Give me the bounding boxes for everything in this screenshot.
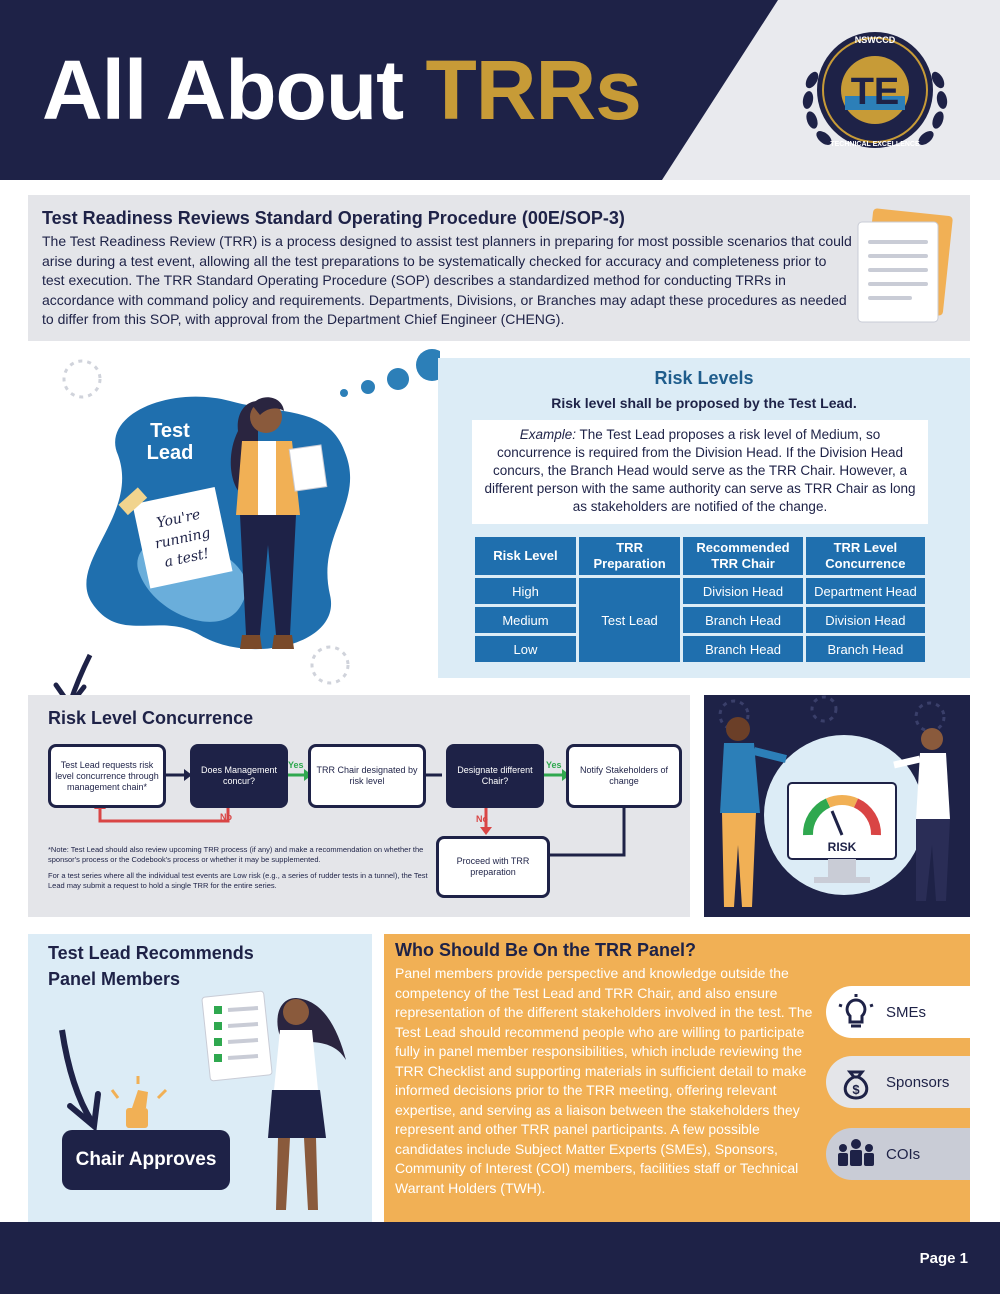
risk-levels-title: Risk Levels (654, 368, 754, 388)
role-label: SMEs (886, 1003, 927, 1021)
risk-example: Example: The Test Lead proposes a risk l… (472, 420, 928, 524)
table-cell: Medium (475, 607, 576, 633)
seal-bottom-text: TECHNICAL EXCELLENCE (830, 141, 920, 148)
test-lead-label-1: Test (150, 420, 190, 442)
group-icon (826, 1128, 886, 1180)
risk-meeting-illustration: RISK (704, 695, 970, 917)
table-cell: Branch Head (805, 636, 925, 662)
table-cell: High (475, 578, 576, 604)
header-banner (0, 0, 778, 180)
table-row: Low Branch Head Branch Head (475, 636, 925, 662)
flow-step-different-chair: Designate different Chair? (446, 744, 544, 808)
table-row: High Test Lead Division Head Department … (475, 578, 925, 662)
table-cell: Department Head (805, 578, 925, 604)
role-cois: COIs (826, 1128, 970, 1180)
yes-label-2: Yes (546, 760, 562, 770)
page-title: All About TRRs (42, 48, 642, 132)
role-sponsors: $ Sponsors (826, 1056, 970, 1108)
table-header: TRR Level Concurrence (805, 537, 925, 575)
intro-panel (28, 195, 970, 341)
document-icon (857, 208, 953, 323)
panel-illustration (59, 990, 346, 1210)
table-row: Medium Branch Head Division Head (475, 607, 925, 633)
chair-approves-badge: Chair Approves (62, 1130, 230, 1190)
table-cell: Branch Head (683, 636, 803, 662)
role-label: COIs (886, 1145, 921, 1163)
yes-label-1: Yes (288, 760, 304, 770)
seal-logo: TE NSWCCD TECHNICAL EXCELLENCE (802, 32, 948, 148)
example-label: Example: (519, 427, 577, 442)
title-white: All About (42, 43, 426, 137)
table-header-row: Risk Level TRR Preparation Recommended T… (475, 537, 925, 575)
role-smes: SMEs (826, 986, 970, 1038)
panel-title: Who Should Be On the TRR Panel? (395, 940, 696, 960)
flow-step-request: Test Lead requests risk level concurrenc… (48, 744, 166, 808)
panel-left-title: Test Lead Recommends Panel Members (48, 943, 254, 989)
note-1: *Note: Test Lead should also review upco… (48, 845, 424, 864)
lightbulb-icon (826, 986, 886, 1038)
role-label: Sponsors (886, 1073, 950, 1091)
intro-title: Test Readiness Reviews Standard Operatin… (42, 208, 625, 228)
seal-top-text: NSWCCD (855, 35, 896, 45)
panel-text: Panel members provide perspective and kn… (395, 965, 813, 1196)
table-header: Recommended TRR Chair (683, 537, 803, 575)
no-label-2: No (476, 814, 488, 824)
title-gold: TRRs (425, 43, 641, 137)
seal-mark: TE (851, 71, 900, 113)
table-cell: Division Head (805, 607, 925, 633)
table-cell-merged: Test Lead (578, 578, 681, 662)
intro-text: The Test Readiness Review (TRR) is a pro… (42, 233, 852, 327)
table-header: Risk Level (475, 537, 576, 575)
concurrence-notes: *Note: Test Lead should also review upco… (48, 845, 428, 897)
money-bag-icon: $ (826, 1056, 886, 1108)
example-text: The Test Lead proposes a risk level of M… (484, 427, 916, 514)
risk-levels-subtitle: Risk level shall be proposed by the Test… (551, 395, 857, 411)
no-label-1: No (220, 812, 232, 822)
table-header: TRR Preparation (578, 537, 681, 575)
footer (0, 1222, 1000, 1294)
note-2: For a test series where all the individu… (48, 871, 428, 890)
test-lead-illustration: Test Lead You're running a test! (53, 349, 440, 705)
flow-step-designated: TRR Chair designated by risk level (308, 744, 426, 808)
table-cell: Low (475, 636, 576, 662)
risk-table: Risk Level TRR Preparation Recommended T… (472, 534, 928, 665)
concurrence-title: Risk Level Concurrence (48, 708, 254, 728)
flow-step-proceed: Proceed with TRR preparation (436, 836, 550, 898)
test-lead-label-2: Lead (147, 442, 194, 464)
table-cell: Branch Head (683, 607, 803, 633)
table-cell: Division Head (683, 578, 803, 604)
svg-text:$: $ (852, 1082, 860, 1097)
flow-step-notify: Notify Stakeholders of change (566, 744, 682, 808)
page-number: Page 1 (919, 1250, 968, 1267)
gauge-label: RISK (828, 840, 857, 854)
flow-step-concur: Does Management concur? (190, 744, 288, 808)
